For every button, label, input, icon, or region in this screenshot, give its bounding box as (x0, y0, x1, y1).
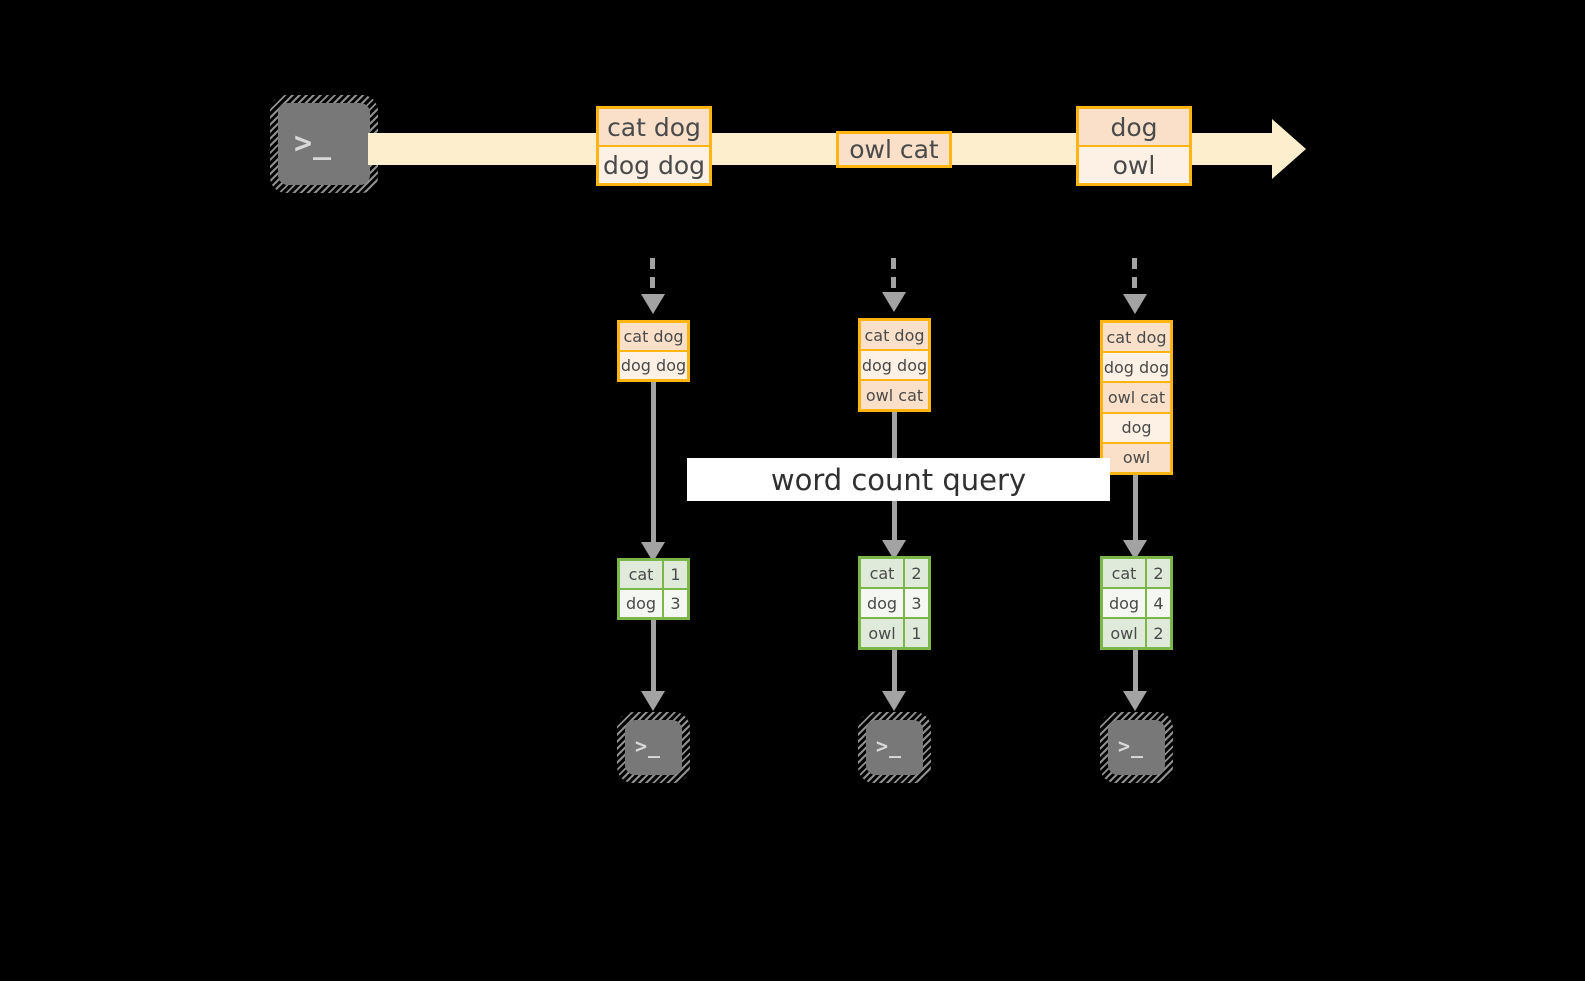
terminal-prompt-icon: >_ (294, 126, 333, 161)
snapshot-2-sink-line (892, 650, 897, 695)
terminal-prompt-icon: >_ (635, 734, 662, 758)
result-count: 2 (905, 559, 928, 587)
result-word: cat (1103, 559, 1147, 587)
table-row: dog 3 (620, 590, 687, 617)
snapshot-2-table: cat dog dog dog owl cat (858, 318, 931, 412)
result-count: 3 (905, 589, 928, 617)
snapshot-3-tap-arrow-icon (1123, 294, 1147, 314)
table-row: owl cat (1103, 383, 1170, 414)
result-count: 1 (664, 561, 687, 588)
snapshot-1-tap-arrow-icon (641, 294, 665, 314)
result-word: dog (1103, 589, 1147, 617)
snapshot-3-table: cat dog dog dog owl cat dog owl (1100, 320, 1173, 475)
record-line: cat dog (599, 109, 709, 147)
snapshot-1-table: cat dog dog dog (617, 320, 690, 382)
record-line: owl cat (839, 134, 949, 165)
table-row: dog (1103, 413, 1170, 444)
snapshot-3-sink-terminal: >_ (1100, 712, 1173, 783)
result-word: owl (861, 619, 905, 647)
result-count: 1 (905, 619, 928, 647)
snapshot-3-query-line (1133, 475, 1138, 545)
result-count: 3 (664, 590, 687, 617)
stream-record-3: dog owl (1076, 106, 1192, 186)
table-row: owl cat (861, 381, 928, 409)
table-row: dog 4 (1103, 589, 1170, 619)
snapshot-2-tap-arrow-icon (882, 292, 906, 312)
table-row: dog 3 (861, 589, 928, 619)
result-count: 4 (1147, 589, 1170, 617)
result-word: dog (620, 590, 664, 617)
source-terminal: >_ (270, 95, 378, 193)
table-row: dog dog (620, 352, 687, 379)
table-row: dog dog (1103, 353, 1170, 384)
snapshot-2-result-table: cat 2 dog 3 owl 1 (858, 556, 931, 650)
snapshot-1-query-arrow-icon (641, 542, 665, 562)
table-row: owl 1 (861, 619, 928, 647)
snapshot-1-tap-line (650, 258, 655, 296)
result-word: owl (1103, 619, 1147, 647)
stream-record-2: owl cat (836, 131, 952, 168)
table-row: owl 2 (1103, 619, 1170, 647)
snapshot-3-result-table: cat 2 dog 4 owl 2 (1100, 556, 1173, 650)
query-label: word count query (687, 458, 1110, 501)
snapshot-1-query-line (651, 382, 656, 546)
result-word: cat (620, 561, 664, 588)
result-word: dog (861, 589, 905, 617)
terminal-screen: >_ (278, 103, 370, 185)
snapshot-1-sink-arrow-icon (641, 691, 665, 711)
terminal-prompt-icon: >_ (876, 734, 903, 758)
snapshot-2-query-arrow-icon (882, 540, 906, 560)
table-row: dog dog (861, 351, 928, 381)
table-row: owl (1103, 443, 1170, 473)
terminal-screen: >_ (866, 720, 923, 775)
snapshot-3-query-arrow-icon (1123, 540, 1147, 560)
snapshot-3-tap-line (1132, 258, 1137, 296)
table-row: cat 2 (861, 559, 928, 589)
snapshot-1-sink-terminal: >_ (617, 712, 690, 783)
snapshot-2-sink-arrow-icon (882, 691, 906, 711)
result-count: 2 (1147, 559, 1170, 587)
snapshot-3-sink-line (1133, 650, 1138, 695)
snapshot-1-result-table: cat 1 dog 3 (617, 558, 690, 620)
table-row: cat 1 (620, 561, 687, 590)
record-line: dog (1079, 109, 1189, 147)
table-row: cat 2 (1103, 559, 1170, 589)
snapshot-3-sink-arrow-icon (1123, 691, 1147, 711)
result-count: 2 (1147, 619, 1170, 647)
record-line: owl (1079, 147, 1189, 183)
terminal-prompt-icon: >_ (1118, 734, 1145, 758)
terminal-screen: >_ (1108, 720, 1165, 775)
table-row: cat dog (1103, 323, 1170, 354)
record-line: dog dog (599, 147, 709, 183)
table-row: cat dog (620, 323, 687, 352)
table-row: cat dog (861, 321, 928, 351)
stream-record-1: cat dog dog dog (596, 106, 712, 186)
snapshot-1-sink-line (651, 620, 656, 695)
terminal-screen: >_ (625, 720, 682, 775)
snapshot-2-sink-terminal: >_ (858, 712, 931, 783)
snapshot-2-tap-line (891, 258, 896, 294)
result-word: cat (861, 559, 905, 587)
stream-arrow-head-icon (1272, 119, 1306, 179)
